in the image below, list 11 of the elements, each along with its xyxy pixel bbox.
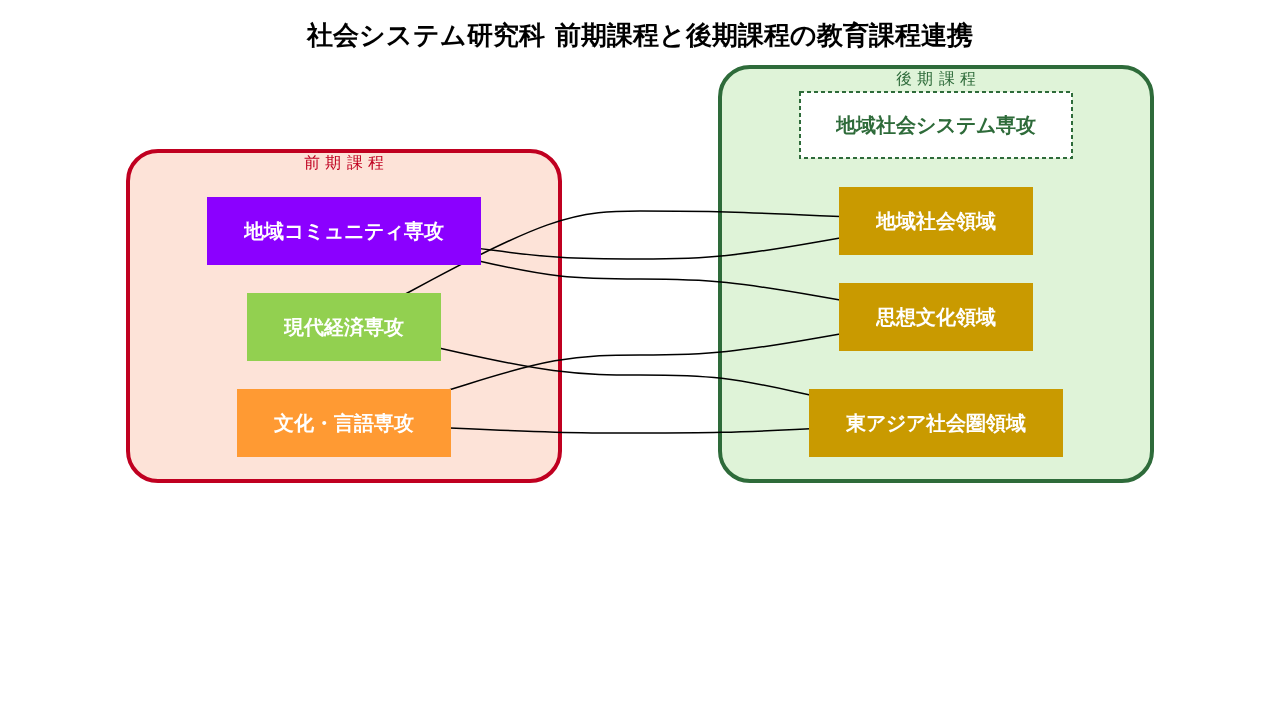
- node-box: 思想文化領域: [839, 283, 1033, 351]
- node-box: 東アジア社会圏領域: [809, 389, 1063, 457]
- node-box: 地域コミュニティ専攻: [207, 197, 481, 265]
- node-box: 地域社会システム専攻: [799, 91, 1073, 159]
- connector: [404, 210, 841, 295]
- diagram-title: 社会システム研究科 前期課程と後期課程の教育課程連携: [305, 19, 974, 52]
- connector: [479, 260, 841, 301]
- connector: [448, 333, 841, 391]
- node-box: 文化・言語専攻: [237, 389, 451, 457]
- node-box: 現代経済専攻: [247, 293, 441, 361]
- node-box: 地域社会領域: [839, 187, 1033, 255]
